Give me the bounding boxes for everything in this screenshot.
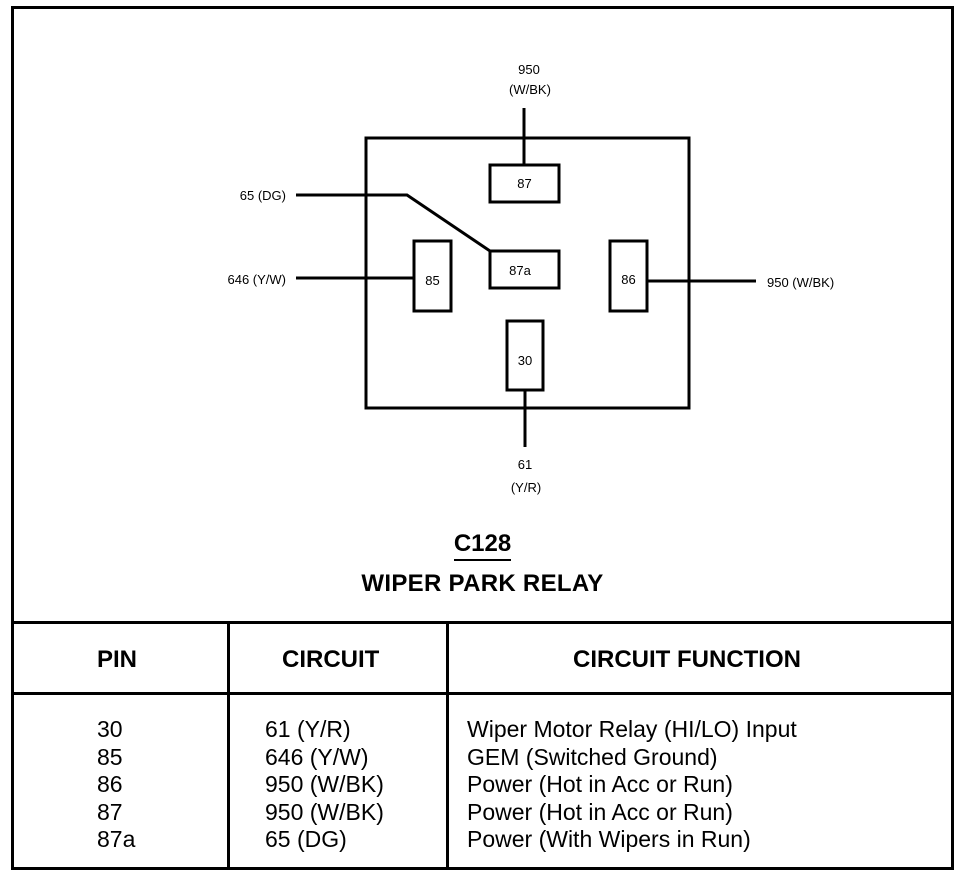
wire-87a — [296, 193, 491, 253]
wire-30-label-line1: 61 — [518, 457, 532, 472]
table-header-circuit-function: CIRCUIT FUNCTION — [573, 646, 801, 673]
terminal-87 — [488, 163, 561, 204]
pin-87a: 87a 65 (DG) — [240, 188, 561, 290]
pin-30: 30 61 (Y/R) — [505, 319, 545, 495]
terminal-85-label: 85 — [425, 273, 439, 288]
terminal-30-label: 30 — [518, 353, 532, 368]
table-header-divider — [11, 692, 954, 695]
terminal-30 — [505, 319, 545, 392]
table-cell-function: Power (With Wipers in Run) — [467, 826, 751, 852]
table-cell-circuit: 950 (W/BK) — [265, 771, 384, 797]
relay-body — [364, 136, 691, 410]
wire-85-label: 646 (Y/W) — [227, 272, 286, 287]
terminal-87a-label: 87a — [509, 263, 531, 278]
table-cell-function: Power (Hot in Acc or Run) — [467, 798, 733, 825]
table-cell-function: GEM (Switched Ground) — [467, 743, 718, 770]
table-top-border — [11, 621, 954, 624]
relay-diagram: 87 950 (W/BK) 87a 65 (DG) 85 646 (Y/W) 8… — [227, 62, 834, 495]
table-cell-pin: 87a — [97, 826, 136, 852]
wire-30-label-line2: (Y/R) — [511, 480, 541, 495]
table-column-divider-2 — [446, 622, 449, 870]
table-cell-function: Wiper Motor Relay (HI/LO) Input — [467, 716, 797, 742]
wire-87-label-line2: (W/BK) — [509, 82, 551, 97]
table-cell-circuit: 950 (W/BK) — [265, 798, 384, 825]
table-cell-circuit: 646 (Y/W) — [265, 743, 369, 770]
pin-85: 85 646 (Y/W) — [227, 239, 453, 313]
table-cell-function: Power (Hot in Acc or Run) — [467, 771, 733, 797]
connector-id-block: C128 — [14, 530, 951, 561]
table-cell-circuit: 65 (DG) — [265, 826, 347, 852]
connector-id: C128 — [453, 531, 512, 561]
table-cell-circuit: 61 (Y/R) — [265, 716, 351, 742]
wire-87a-label: 65 (DG) — [240, 188, 286, 203]
table-header-pin: PIN — [97, 646, 138, 673]
terminal-87-label: 87 — [517, 176, 531, 191]
wire-87-label-line1: 950 — [518, 62, 540, 77]
table-cell-pin: 87 — [97, 798, 123, 825]
wire-86-label: 950 (W/BK) — [767, 275, 834, 290]
table-header-circuit: CIRCUIT — [282, 646, 380, 673]
table-cell-pin: 85 — [97, 743, 123, 770]
outer-frame — [11, 6, 954, 870]
table-cell-pin: 86 — [97, 771, 123, 797]
pin-87: 87 950 (W/BK) — [488, 62, 561, 204]
connector-name: WIPER PARK RELAY — [361, 570, 604, 597]
table-column-pin: 30 85 86 87 87a — [97, 716, 135, 854]
table-column-function: Wiper Motor Relay (HI/LO) Input GEM (Swi… — [467, 716, 797, 854]
table-column-circuit: 61 (Y/R) 646 (Y/W) 950 (W/BK) 950 (W/BK)… — [265, 716, 384, 854]
table-column-divider-1 — [227, 622, 230, 870]
terminal-86-label: 86 — [621, 272, 635, 287]
terminal-86 — [608, 239, 649, 313]
pin-86: 86 950 (W/BK) — [608, 239, 834, 313]
terminal-87a — [488, 249, 561, 290]
table-cell-pin: 30 — [97, 716, 123, 742]
terminal-85 — [412, 239, 453, 313]
